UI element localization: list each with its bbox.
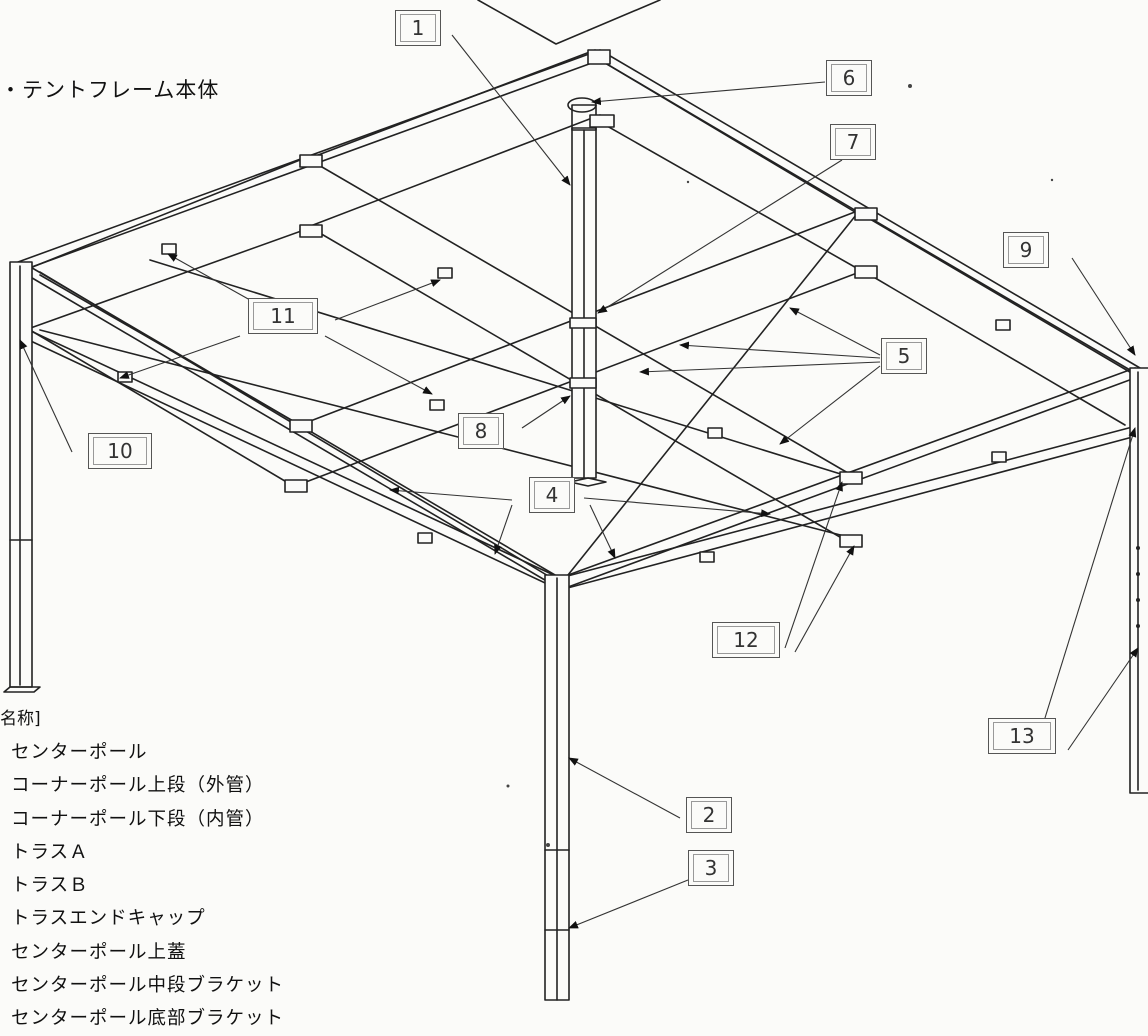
parts-list: センターポール コーナーポール上段（外管） コーナーポール下段（内管） トラスＡ… bbox=[11, 736, 284, 1036]
callout-13: 13 bbox=[988, 718, 1056, 754]
callout-11: 11 bbox=[248, 298, 318, 334]
callout-label: 8 bbox=[463, 417, 499, 445]
part-name: トラスエンドキャップ bbox=[11, 908, 206, 930]
callout-label: 1 bbox=[400, 14, 436, 42]
callout-label: 10 bbox=[93, 437, 147, 465]
leader-lines bbox=[19, 34, 1139, 929]
part-name: トラスＡ bbox=[11, 841, 89, 863]
tent-frame-structure bbox=[3, 49, 1148, 1001]
part-name: センターポール上蓋 bbox=[11, 941, 187, 963]
part-name: トラスＢ bbox=[11, 875, 89, 897]
callout-label: 12 bbox=[717, 626, 775, 654]
tent-frame-diagram bbox=[3, 0, 1148, 1001]
callout-6: 6 bbox=[826, 60, 872, 96]
part-name: コーナーポール上段（外管） bbox=[11, 775, 265, 797]
callout-1: 1 bbox=[395, 10, 441, 46]
callout-5: 5 bbox=[881, 338, 927, 374]
callout-9: 9 bbox=[1003, 232, 1049, 268]
part-name: センターポール bbox=[11, 742, 148, 763]
callout-2: 2 bbox=[686, 797, 732, 833]
callout-4: 4 bbox=[529, 477, 575, 513]
callout-10: 10 bbox=[88, 433, 152, 469]
callout-label: 9 bbox=[1008, 236, 1044, 264]
part-name: センターポール底部ブラケット bbox=[11, 1008, 285, 1030]
callout-12: 12 bbox=[712, 622, 780, 658]
section-title: ・テントフレーム本体 bbox=[0, 78, 220, 102]
canopy-box-outline bbox=[477, 0, 661, 45]
callout-label: 5 bbox=[886, 342, 922, 370]
callout-label: 13 bbox=[993, 722, 1051, 750]
callout-3: 3 bbox=[688, 850, 734, 886]
callout-label: 2 bbox=[691, 801, 727, 829]
callout-label: 11 bbox=[253, 302, 313, 330]
part-name: センターポール中段ブラケット bbox=[11, 975, 285, 997]
callout-label: 6 bbox=[831, 64, 867, 92]
callout-label: 4 bbox=[534, 481, 570, 509]
callout-label: 7 bbox=[835, 128, 871, 156]
scan-speckles bbox=[506, 84, 1054, 847]
callout-8: 8 bbox=[458, 413, 504, 449]
callout-label: 3 bbox=[693, 854, 729, 882]
parts-heading: 名称] bbox=[0, 709, 41, 729]
part-name: コーナーポール下段（内管） bbox=[11, 808, 265, 830]
callout-7: 7 bbox=[830, 124, 876, 160]
